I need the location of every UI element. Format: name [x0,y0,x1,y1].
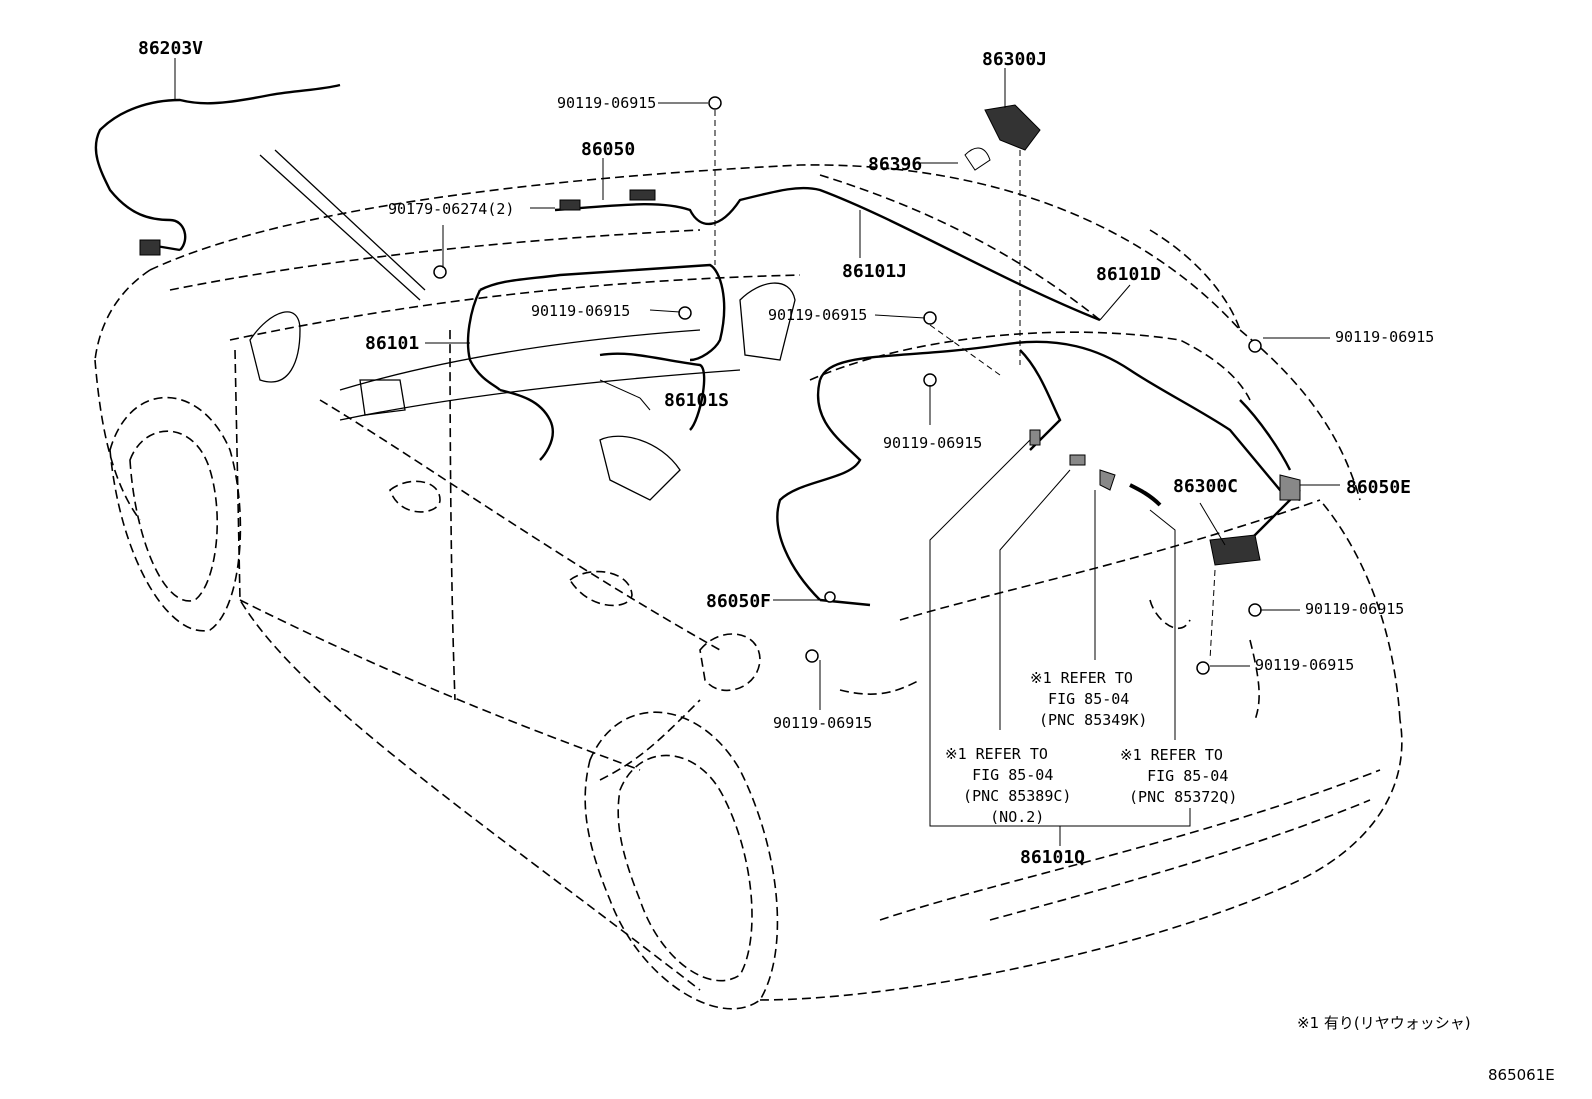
wire-harness [94,83,1301,607]
label-86101j: 86101J [842,261,908,282]
label-86396: 86396 [868,154,923,175]
label-bolt-90119-06915: 90119-06915 [531,302,631,320]
label-86300j: 86300J [982,49,1048,70]
car-body-outline [94,164,1403,1010]
label-86300c: 86300C [1173,476,1239,497]
label-bolt-90119-06915: 90119-06915 [1335,328,1435,346]
bolt-icon [923,311,937,325]
label-bolt-90119-06915: 90119-06915 [883,434,983,452]
dashed-leader-lines [714,110,1216,661]
label-bolt-90119-06915: 90119-06915 [773,714,873,732]
leader-lines [174,58,1340,846]
label-86101s: 86101S [664,390,730,411]
label-86050e: 86050E [1346,477,1412,498]
label-bolt-90119-06915: 90119-06915 [1255,656,1355,674]
bolt-icon [433,265,447,279]
washer-motor-86300c [1209,534,1261,566]
reference-note-85389c: ※1 REFER TO FIG 85-04 (PNC 85389C) (NO.2… [945,745,1072,826]
reference-note-85349k: ※1 REFER TO FIG 85-04 (PNC 85349K) [1030,669,1148,729]
label-86101d: 86101D [1096,264,1162,285]
bolt-icon [1248,339,1262,353]
reference-note-85372q: ※1 REFER TO FIG 85-04 (PNC 85372Q) [1120,746,1238,806]
label-86203v: 86203V [138,38,204,59]
label-bolt-90119-06915: 90119-06915 [557,94,657,112]
bolt-icon [923,373,937,387]
interior-outline [249,149,796,501]
label-86050: 86050 [581,139,636,160]
label-86101: 86101 [365,333,420,354]
label-bolt-90119-06915: 90119-06915 [1305,600,1405,618]
label-90179-06274: 90179-06274(2) [388,200,515,218]
bolt-icon [805,649,819,663]
bolt-icon [824,591,836,603]
label-86050f: 86050F [706,591,772,612]
bolt-icon [678,306,692,320]
wiper-motor-86300j [984,104,1041,151]
bolt-icon [1196,661,1210,675]
label-86101q: 86101Q [1020,847,1086,868]
figure-code: 865061E [1488,1066,1555,1084]
component-shapes [139,104,1301,566]
bolt-icon [708,96,722,110]
label-bolt-90119-06915: 90119-06915 [768,306,868,324]
bolt-icon [1248,603,1262,617]
footnote-rear-washer: ※1 有り(リヤウォッシャ) [1297,1014,1471,1032]
